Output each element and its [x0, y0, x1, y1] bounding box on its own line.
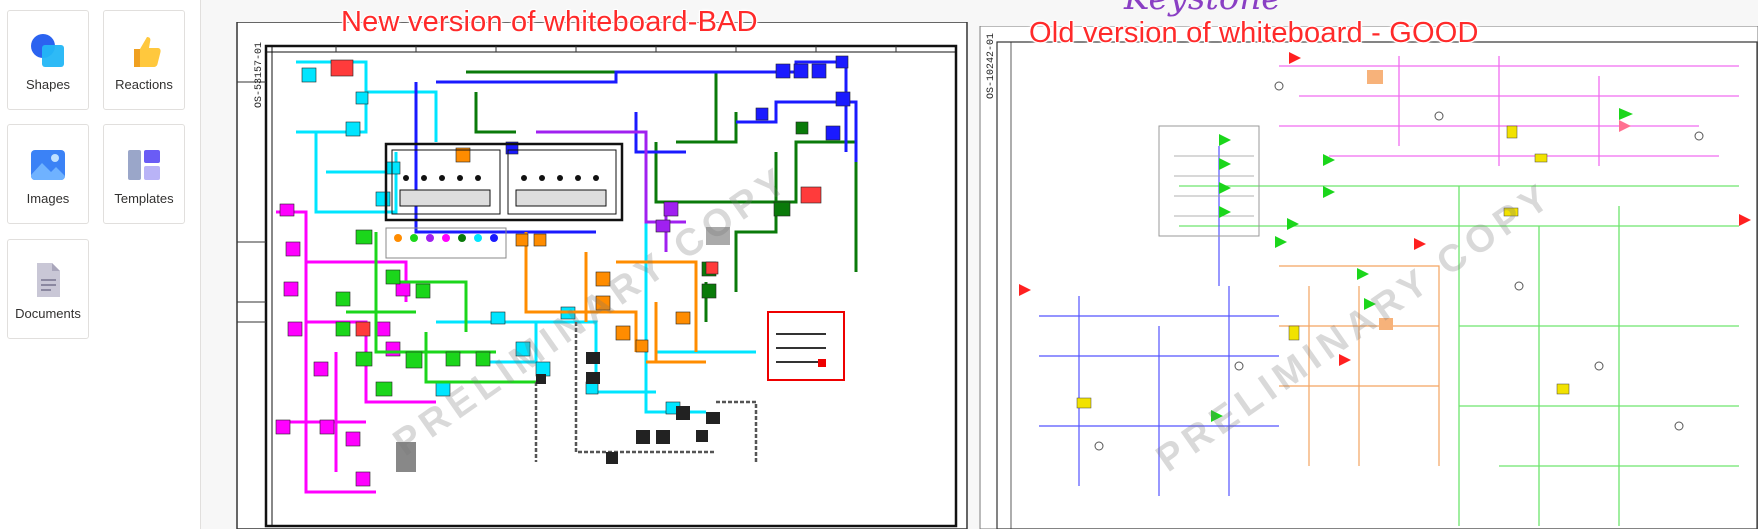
left-caption[interactable]: New version of whiteboard-BAD — [341, 6, 758, 38]
new-schematic-svg — [236, 22, 968, 529]
old-schematic-svg — [979, 26, 1758, 529]
shapes-label: Shapes — [25, 77, 71, 92]
reactions-tile[interactable]: Reactions — [103, 10, 185, 110]
whiteboard-canvas[interactable]: OS-53157-01 PRELIMINARY COPY — [201, 0, 1758, 529]
templates-tile[interactable]: Templates — [103, 124, 185, 224]
templates-icon — [128, 150, 160, 180]
shapes-icon — [31, 34, 64, 67]
right-caption[interactable]: Old version of whiteboard - GOOD — [1029, 17, 1479, 49]
documents-label: Documents — [15, 306, 81, 321]
thumbs-up-icon — [134, 37, 161, 67]
new-version-diagram[interactable]: OS-53157-01 PRELIMINARY COPY — [236, 22, 968, 529]
shapes-tile[interactable]: Shapes — [7, 10, 89, 110]
documents-tile[interactable]: Documents — [7, 239, 89, 339]
image-icon — [31, 150, 65, 180]
right-sheet-id: OS-10242-01 — [986, 32, 997, 99]
images-label: Images — [26, 191, 70, 206]
document-icon — [37, 263, 60, 297]
templates-label: Templates — [114, 191, 174, 206]
images-tile[interactable]: Images — [7, 124, 89, 224]
left-sheet-id: OS-53157-01 — [254, 41, 265, 108]
old-version-diagram[interactable]: OS-10242-01 PRELIMINARY COPY — [979, 26, 1758, 529]
reactions-label: Reactions — [115, 77, 173, 92]
right-heading-partial[interactable]: Keystone — [1124, 0, 1281, 18]
toolbox-panel: Shapes Reactions Images Templates — [0, 0, 201, 529]
